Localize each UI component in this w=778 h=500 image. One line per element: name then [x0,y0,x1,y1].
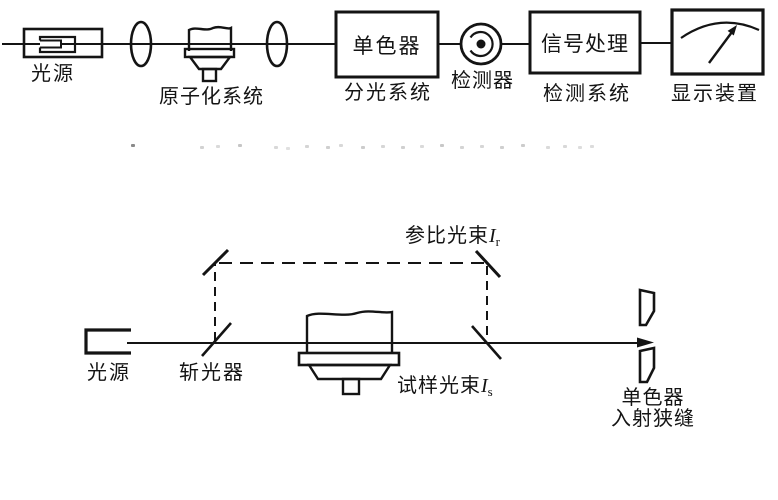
lamp-electrode-slot-icon [40,39,62,49]
light-source-lamp-icon [22,27,104,59]
atomizer-label: 原子化系统 [159,86,264,108]
bottom-light-source-label: 光源 [87,362,131,384]
lens-icon [129,20,153,68]
reference-beam-symbol: I [489,225,496,247]
entrance-slit-label-line2: 入射狭缝 [611,408,695,430]
light-source-bracket-icon [84,328,131,355]
display-device-label: 显示装置 [671,83,759,105]
slit-lower-jaw-icon [638,346,656,384]
lens-icon [265,20,289,68]
atomizer-stem-icon [201,67,218,83]
chopper-label: 斩光器 [179,362,245,384]
signal-processing-box-text: 信号处理 [541,31,629,56]
monochromator-label: 分光系统 [344,82,432,104]
display-meter-box [670,8,765,76]
sample-atomizer-flange-icon [297,351,401,367]
sample-atomizer-stem-icon [341,377,361,396]
atomizer-base-icon [187,55,233,71]
erased-caption-remnant [131,144,135,147]
entrance-slit-label-line1: 单色器 [621,387,685,409]
meter-needle-icon [708,31,733,64]
beam-combiner-mirror-icon [471,325,502,360]
detector-dot-icon [476,39,486,49]
meter-scale-arc-icon [680,21,760,39]
detector-label: 检测器 [451,70,514,92]
reference-beam-subscript: r [495,234,501,249]
reference-beam-label: 参比光束Ir [405,225,500,253]
mirror-top-left-icon [201,248,230,277]
sample-beam-label: 试样光束Is [397,375,493,403]
sample-atomizer-base-icon [306,363,393,381]
sample-beam-symbol: I [481,375,488,397]
sample-beam-text: 试样光束 [397,375,481,397]
chopper-mirror-icon [201,322,232,357]
entrance-slit-label: 单色器 入射狭缝 [588,388,718,430]
detection-system-label: 检测系统 [543,83,631,105]
detector-arc-icon [469,30,494,58]
lamp-electrode-icon [38,35,77,54]
sample-atomizer-flame-icon [305,310,394,353]
beam-arrowhead-icon [637,337,654,348]
meter-needle-arrowhead-icon [727,25,737,36]
sample-beam-subscript: s [487,384,493,399]
top-light-source-label: 光源 [31,63,75,85]
slit-upper-jaw-icon [638,288,656,327]
mirror-top-right-icon [474,249,502,279]
atomizer-flame-icon [187,25,233,51]
monochromator-box-text: 单色器 [352,33,422,58]
reference-beam-text: 参比光束 [405,225,489,247]
